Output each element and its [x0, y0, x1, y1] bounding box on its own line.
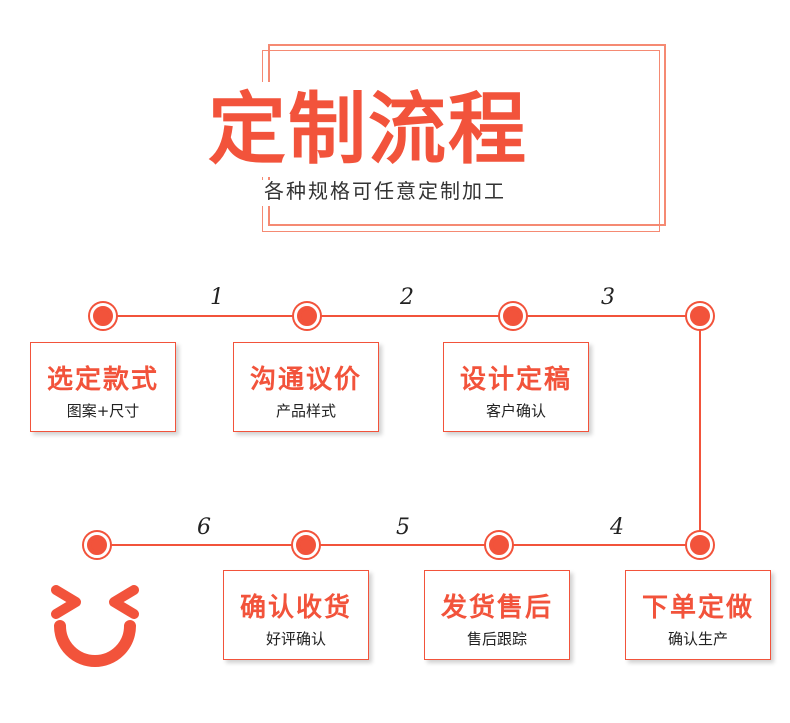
timeline-node-7: [486, 532, 512, 558]
timeline-bottom-line: [96, 544, 701, 546]
step-title: 设计定稿: [459, 365, 572, 395]
timeline-node-3: [500, 303, 526, 329]
timeline-node-6: [293, 532, 319, 558]
step-subtitle: 好评确认: [265, 630, 326, 648]
step-card-6: 确认收货 好评确认: [223, 570, 369, 660]
timeline-node-4: [687, 303, 713, 329]
step-title: 发货售后: [440, 593, 553, 623]
step-subtitle: 产品样式: [275, 402, 336, 420]
step-number-3: 3: [601, 285, 615, 310]
smiley-face-icon: [51, 585, 139, 667]
step-subtitle: 售后跟踪: [466, 630, 527, 648]
step-number-6: 6: [197, 515, 211, 540]
step-card-5: 发货售后 售后跟踪: [424, 570, 570, 660]
step-number-2: 2: [400, 285, 414, 310]
timeline-top-line: [103, 315, 700, 317]
step-title: 沟通议价: [249, 365, 362, 395]
timeline-node-1: [90, 303, 116, 329]
step-subtitle: 客户确认: [485, 402, 546, 420]
step-card-2: 沟通议价 产品样式: [233, 342, 379, 432]
timeline-node-8: [687, 532, 713, 558]
title-frame-mask: [205, 82, 590, 177]
step-card-3: 设计定稿 客户确认: [443, 342, 589, 432]
step-title: 下单定做: [641, 593, 754, 623]
timeline-node-2: [294, 303, 320, 329]
step-title: 确认收货: [239, 593, 352, 623]
page-subtitle: 各种规格可任意定制加工: [264, 179, 506, 203]
step-number-5: 5: [396, 515, 410, 540]
timeline-node-5: [84, 532, 110, 558]
page-title: 定制流程: [208, 85, 529, 175]
step-subtitle: 图案+尺寸: [66, 402, 140, 420]
step-title: 选定款式: [46, 365, 159, 395]
step-card-1: 选定款式 图案+尺寸: [30, 342, 176, 432]
step-card-4: 下单定做 确认生产: [625, 570, 771, 660]
step-subtitle: 确认生产: [667, 630, 728, 648]
timeline-right-line: [699, 315, 701, 545]
step-number-1: 1: [210, 285, 224, 310]
step-number-4: 4: [610, 515, 624, 540]
subtitle-mask: [258, 180, 568, 206]
